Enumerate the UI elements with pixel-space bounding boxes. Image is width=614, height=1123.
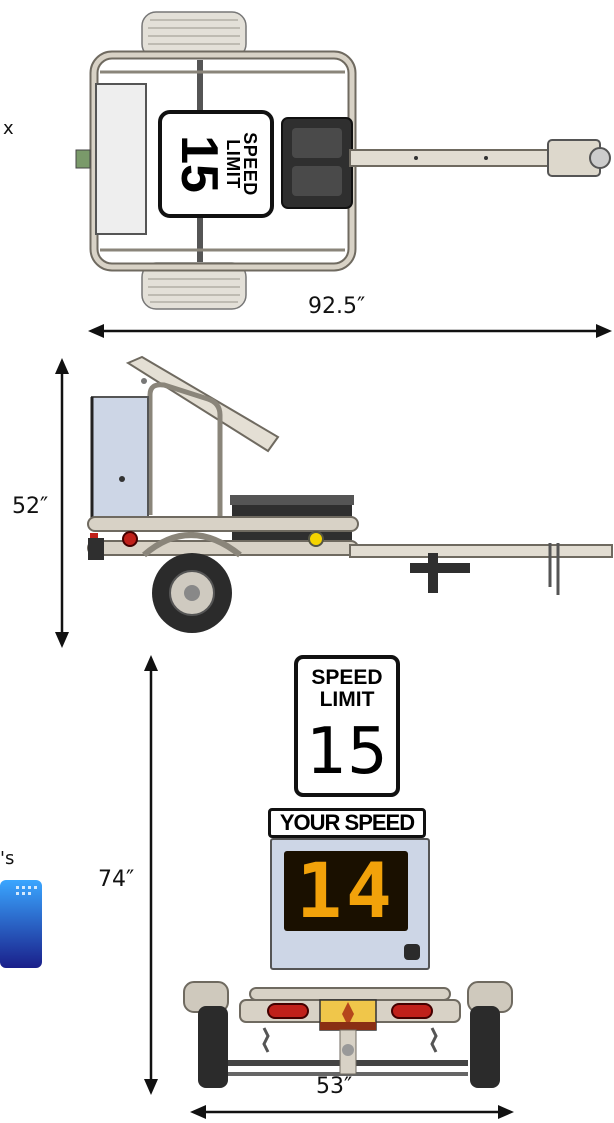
length-dimension-label: 92.5″ [308,294,366,319]
radar-sensor [404,944,420,960]
front-sign-line1: SPEED [311,666,383,689]
top-view-batteries [281,117,353,209]
side-jack [410,553,470,593]
edge-text-fragment-top: x [3,118,14,139]
led-speed-reading: 14 [296,846,396,935]
top-view-trailer [75,11,611,310]
front-height-dimension-label: 74″ [98,867,135,892]
side-height-dimension-label: 52″ [12,494,49,519]
front-speed-limit-sign: SPEED LIMIT 15 [294,655,400,797]
front-sign-line2: LIMIT [319,688,375,711]
top-view-tongue [349,139,611,177]
front-height-dimension-arrow [144,655,158,1095]
safety-chains [548,543,560,595]
front-tire-right [470,1006,500,1088]
license-plate [319,999,377,1031]
side-wheel [152,553,232,633]
side-height-dimension-arrow [55,358,69,648]
front-sign-number: 15 [306,715,388,789]
radar-display-cabinet: 14 [270,838,430,970]
edge-text-fragment-left: 's [0,848,15,869]
top-sign-text-container: SPEED LIMIT 15 [160,112,272,216]
top-sign-line1: SPEED [240,132,260,196]
top-view-tire-upper [141,11,247,59]
width-dimension-label: 53″ [316,1074,353,1099]
top-sign-number: 15 [170,135,228,193]
front-tire-left [198,1006,228,1088]
your-speed-banner: YOUR SPEED [268,808,426,838]
width-dimension-arrow [190,1105,514,1119]
side-view-trailer [87,355,613,633]
led-display-panel: 14 [284,846,408,935]
front-view-trailer [183,981,513,1088]
top-view-speed-sign [158,110,274,218]
blue-led-panel-fragment [0,880,42,968]
length-dimension-arrow [88,324,612,338]
